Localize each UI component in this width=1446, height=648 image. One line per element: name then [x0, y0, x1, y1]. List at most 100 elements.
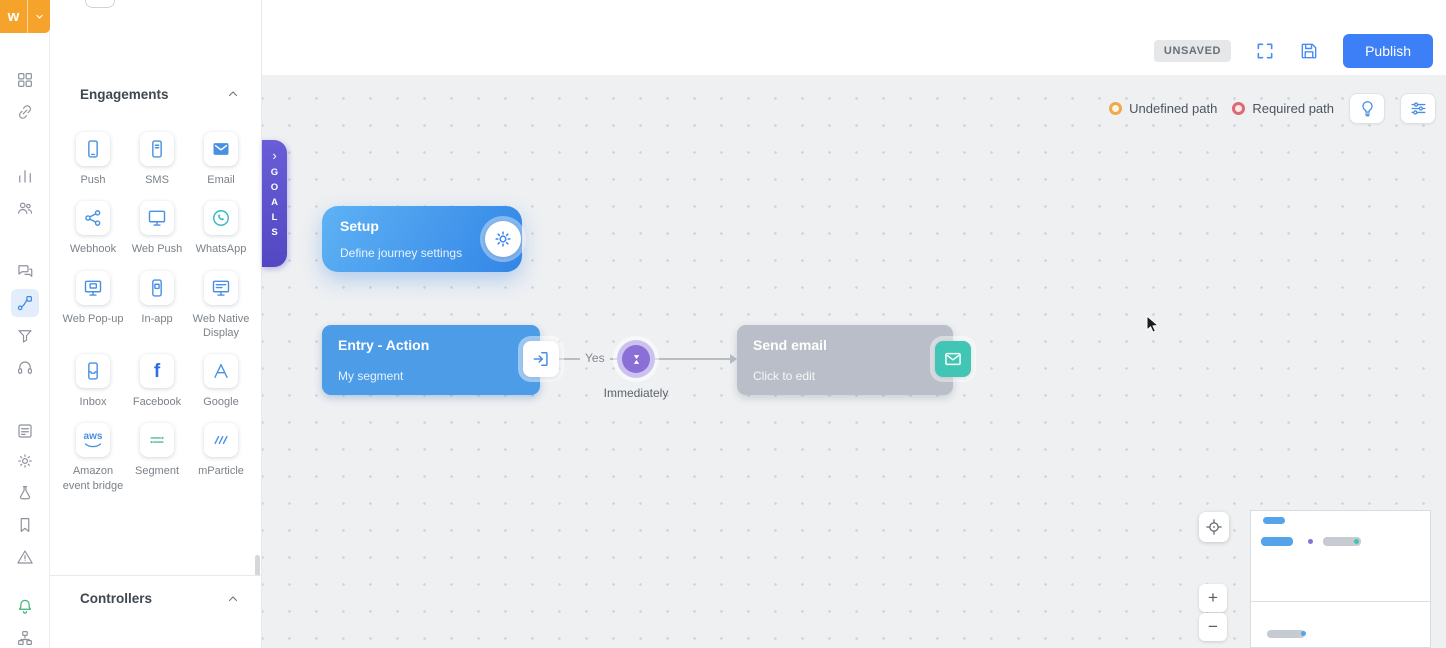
journey-canvas[interactable]: Undefined path Required path Setup Defin… [262, 75, 1446, 648]
engagement-item-facebook[interactable]: f Facebook [125, 354, 189, 409]
dashboard-grid-icon [18, 73, 32, 87]
setup-settings-button[interactable] [480, 216, 526, 262]
lightbulb-icon [1361, 101, 1373, 117]
engagement-item-label: Webhook [69, 243, 117, 256]
chevron-right-icon: › [272, 148, 277, 163]
brand-logo[interactable]: w [0, 0, 50, 33]
minimap-extra-node [1267, 630, 1305, 638]
connector-line [655, 358, 731, 360]
feed-icon [18, 424, 32, 438]
sidebar-item-alerts[interactable] [0, 548, 50, 566]
clipped-top-pill [85, 0, 115, 8]
delay-node-circle [622, 345, 650, 373]
bell-icon [18, 599, 32, 614]
sidebar-item-settings[interactable] [0, 452, 50, 470]
goals-side-tab[interactable]: › GOALS [262, 140, 287, 267]
controllers-section-title: Controllers [80, 591, 153, 606]
engagement-item-amazon-event-bridge[interactable]: aws Amazon event bridge [61, 423, 125, 493]
engagement-item-push[interactable]: Push [61, 132, 125, 187]
minimap[interactable] [1250, 510, 1431, 648]
engagement-item-label: Facebook [132, 396, 182, 409]
tips-button[interactable] [1349, 93, 1385, 124]
engagement-item-in-app[interactable]: In-app [125, 270, 189, 341]
topbar: UNSAVED Publish [50, 0, 1446, 75]
engagement-item-google[interactable]: Google [189, 354, 253, 409]
engagement-item-whatsapp[interactable]: WhatsApp [189, 201, 253, 256]
entry-node-title: Entry - Action [338, 337, 430, 353]
channels-panel: Engagements Push SMS Email Webhook [50, 0, 262, 648]
engagement-item-label: Web Native Display [192, 312, 250, 339]
sidebar-item-users[interactable] [0, 199, 50, 217]
minimap-extra-node-dot [1301, 631, 1306, 636]
sidebar-item-support[interactable] [0, 359, 50, 377]
sidebar-item-guides[interactable] [0, 516, 50, 534]
setup-node-title: Setup [340, 218, 379, 234]
sidebar-item-funnels[interactable] [0, 327, 50, 345]
chat-bubbles-icon [18, 265, 33, 277]
sidebar-item-campaigns[interactable] [0, 262, 50, 280]
zoom-in-button[interactable]: + [1199, 584, 1227, 612]
controllers-collapse-button[interactable] [225, 591, 241, 607]
send-email-node[interactable]: Send email Click to edit [737, 325, 953, 395]
engagement-item-sms[interactable]: SMS [125, 132, 189, 187]
zoom-out-button[interactable]: − [1199, 613, 1227, 641]
gear-icon [495, 231, 511, 247]
engagement-item-label: Web Pop-up [62, 312, 124, 325]
sign-in-icon [533, 352, 548, 366]
fullscreen-button[interactable] [1255, 41, 1275, 61]
sidebar-item-relays[interactable] [0, 629, 50, 647]
save-button[interactable] [1299, 41, 1319, 61]
sidebar-item-journeys[interactable] [0, 289, 50, 317]
setup-node[interactable]: Setup Define journey settings [322, 206, 522, 272]
bookmark-icon [20, 518, 30, 532]
in-app-phone-icon [140, 270, 174, 305]
auto-arrange-button[interactable] [1400, 93, 1436, 124]
engagement-item-email[interactable]: Email [189, 132, 253, 187]
engagement-item-label: mParticle [198, 465, 244, 478]
engagements-section-title: Engagements [80, 86, 169, 102]
engagements-section-header: Engagements [50, 86, 261, 102]
sidebar-item-experiments[interactable] [0, 484, 50, 502]
send-email-node-title: Send email [753, 337, 827, 353]
engagement-item-web-popup[interactable]: Web Pop-up [61, 270, 125, 341]
recenter-canvas-button[interactable] [1199, 512, 1229, 542]
minimap-delay-node [1308, 539, 1313, 544]
publish-button[interactable]: Publish [1343, 33, 1433, 68]
engagements-collapse-button[interactable] [225, 86, 241, 102]
engagement-item-label: SMS [145, 174, 169, 186]
engagement-item-web-push[interactable]: Web Push [125, 201, 189, 256]
engagement-item-segment[interactable]: Segment [125, 423, 189, 493]
undefined-path-dot-icon [1109, 102, 1123, 115]
engagement-item-label: Web Push [131, 243, 183, 256]
mparticle-icon [204, 423, 238, 458]
entry-action-node[interactable]: Entry - Action My segment [322, 325, 540, 395]
entry-node-icon-button[interactable] [523, 341, 559, 377]
sidebar-item-catalog[interactable] [0, 422, 50, 440]
engagement-item-mparticle[interactable]: mParticle [189, 423, 253, 493]
engagement-item-web-native-display[interactable]: Web Native Display [189, 270, 253, 341]
delay-node[interactable] [617, 340, 655, 378]
funnel-icon [18, 330, 32, 343]
active-nav-highlight [11, 289, 39, 317]
sidebar-item-integrations[interactable] [0, 103, 50, 121]
sidebar-item-notifications[interactable] [0, 597, 50, 615]
chevron-up-icon [228, 91, 238, 97]
gear-circle [485, 221, 521, 257]
sidebar-item-analytics[interactable] [0, 167, 50, 185]
push-phone-icon [76, 132, 110, 166]
users-icon [18, 202, 33, 214]
sidebar-item-dashboard[interactable] [0, 71, 50, 89]
engagement-item-inbox[interactable]: Inbox [61, 354, 125, 409]
expand-icon [1257, 43, 1273, 58]
send-email-node-icon-button[interactable] [935, 341, 971, 377]
flask-icon [19, 486, 31, 500]
engagement-item-webhook[interactable]: Webhook [61, 201, 125, 256]
segment-icon [140, 423, 174, 458]
legend-required-path: Required path [1232, 101, 1334, 116]
engagement-item-label: Segment [134, 465, 180, 478]
facebook-icon: f [140, 354, 174, 389]
warning-icon [17, 550, 33, 564]
setup-node-subtitle: Define journey settings [340, 246, 463, 260]
brand-logo-dropdown[interactable] [27, 0, 50, 33]
